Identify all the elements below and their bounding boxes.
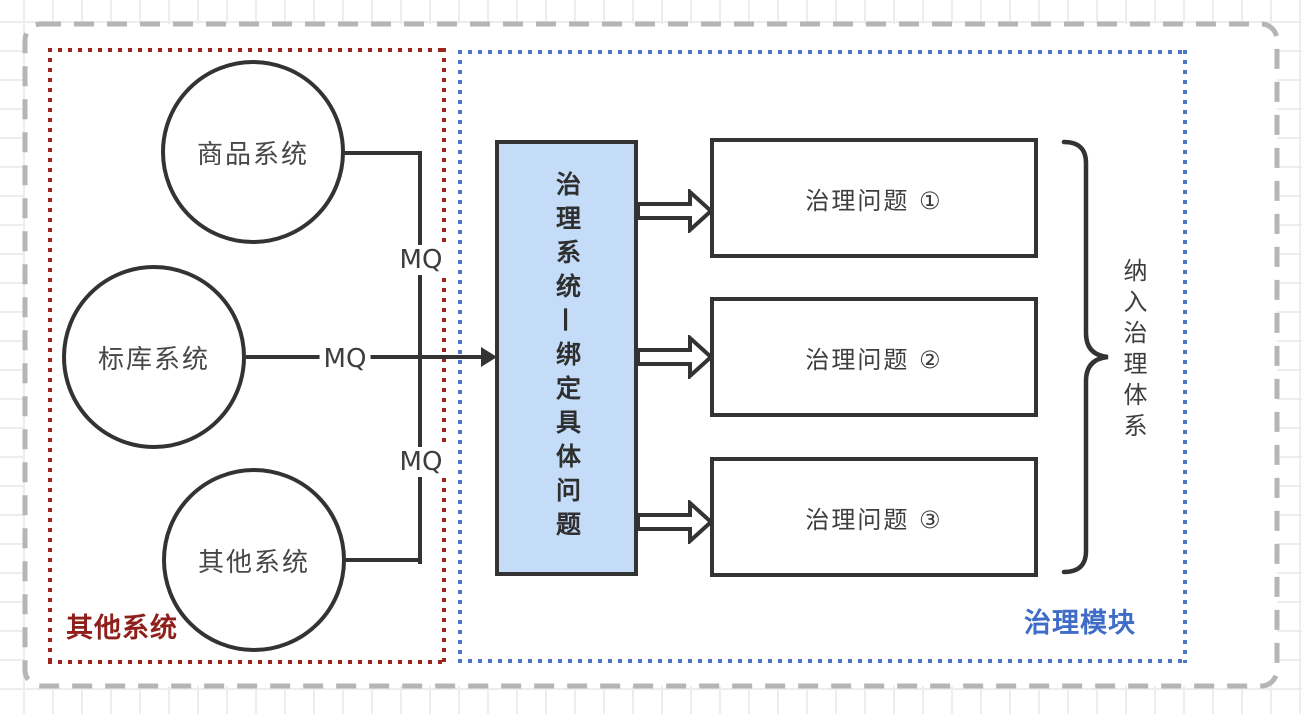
mq-label-middle: MQ — [319, 344, 371, 374]
problem-box-3: 治理问题 ③ — [710, 457, 1038, 577]
mq-label-bottom: MQ — [395, 447, 447, 477]
governance-hub-label: 治理系统—绑定具体问题 — [552, 171, 582, 545]
edge-other-to-bus — [344, 558, 422, 562]
problem-box-2: 治理问题 ② — [710, 297, 1038, 417]
node-other-system: 其他系统 — [162, 468, 346, 652]
node-library-system: 标库系统 — [62, 265, 246, 449]
mq-label-top: MQ — [395, 245, 447, 275]
node-other-system-label: 其他系统 — [197, 547, 310, 578]
problem-box-2-label: 治理问题 ② — [805, 345, 943, 374]
problem-box-1-label: 治理问题 ① — [805, 186, 943, 215]
source-group-label: 其他系统 — [66, 613, 178, 644]
node-product-system: 商品系统 — [161, 60, 345, 244]
governance-group-label: 治理模块 — [1024, 608, 1136, 639]
brace-shape — [1061, 139, 1109, 575]
brace-label: 纳入治理体系 — [1119, 258, 1147, 444]
problem-box-3-label: 治理问题 ③ — [805, 505, 943, 534]
block-arrow-problem-2 — [636, 335, 714, 379]
edge-product-to-bus — [343, 151, 422, 155]
block-arrow-problem-3 — [636, 500, 714, 544]
governance-hub-box: 治理系统—绑定具体问题 — [495, 140, 638, 576]
block-arrow-problem-1 — [636, 189, 714, 233]
node-product-system-label: 商品系统 — [196, 139, 309, 170]
node-library-system-label: 标库系统 — [97, 344, 210, 375]
problem-box-1: 治理问题 ① — [710, 138, 1038, 258]
